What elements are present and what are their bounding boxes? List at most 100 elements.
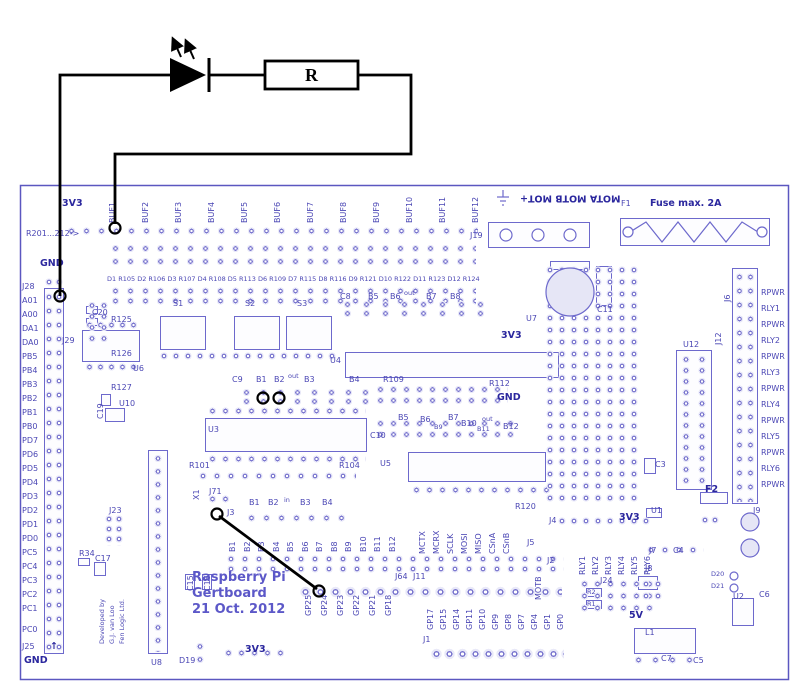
board-label: B1 <box>256 375 267 384</box>
board-label: GP22 <box>352 594 361 616</box>
board-label: B4 <box>349 375 360 384</box>
board-label: GND <box>497 392 521 403</box>
board-label: J2 <box>547 556 555 565</box>
board-label: PB1 <box>22 408 38 417</box>
board-label: S2 <box>245 299 256 308</box>
board-label: PC1 <box>22 604 38 613</box>
component-outline <box>634 628 696 654</box>
board-label: MOSI <box>460 533 469 554</box>
board-label: B10 <box>461 419 477 428</box>
board-label: DA1 <box>22 324 39 333</box>
board-label: J71 <box>209 487 222 496</box>
board-label: B5 <box>368 292 379 301</box>
board-label: Raspberry Pi <box>192 570 286 585</box>
board-label: MCRX <box>432 530 441 554</box>
board-label: 5V <box>629 610 643 621</box>
board-label: PD6 <box>22 450 39 459</box>
board-label: PB2 <box>22 394 38 403</box>
resistor-label: R <box>305 64 318 85</box>
board-label: J29 <box>62 336 75 345</box>
board-label: MOTA MOTB MOT+ <box>520 192 621 204</box>
board-label: R126 <box>111 349 132 358</box>
board-label: PB3 <box>22 380 38 389</box>
board-label: 3V3 <box>62 198 83 209</box>
board-label: J28 <box>22 282 35 291</box>
board-label: in <box>284 496 290 504</box>
component-circle <box>729 571 739 581</box>
board-label: B6 <box>390 292 401 301</box>
board-label: RPWR <box>761 320 785 329</box>
board-label: BUF4 <box>207 201 216 223</box>
board-label: PC0 <box>22 625 38 634</box>
pad-field <box>104 514 124 546</box>
board-label: GP15 <box>439 608 448 630</box>
board-label: U2 <box>733 592 744 601</box>
board-label: PC4 <box>22 562 38 571</box>
board-label: A01 <box>22 296 38 305</box>
component-outline <box>160 316 206 350</box>
board-label: RLY1 <box>578 556 587 575</box>
board-label: B6 <box>420 415 431 424</box>
board-label: J23 <box>109 506 122 515</box>
board-label: J11 <box>413 572 426 581</box>
pad-field <box>196 470 356 482</box>
component-outline <box>732 598 754 626</box>
board-label: BUF11 <box>438 196 447 223</box>
board-label: BUF5 <box>240 201 249 223</box>
component-outline <box>234 316 280 350</box>
board-label: ↑ <box>50 641 58 652</box>
board-label: B12 <box>503 422 519 431</box>
board-label: B7 <box>448 413 459 422</box>
pad-field <box>544 264 640 504</box>
component-outline <box>205 418 367 452</box>
pad-field <box>338 300 492 318</box>
board-label: C17 <box>95 554 111 563</box>
pad-field <box>150 452 166 652</box>
connection-ring <box>210 507 224 521</box>
board-label: B7 <box>426 292 437 301</box>
board-label: U7 <box>526 314 537 323</box>
pad-field <box>410 484 550 496</box>
board-label: BUF6 <box>273 201 282 223</box>
board-label: CSnA <box>488 532 497 554</box>
board-label: B4 <box>272 541 281 552</box>
board-label: RLY1 <box>761 304 780 313</box>
board-label: BUF9 <box>372 201 381 223</box>
pad-field <box>206 406 366 416</box>
board-label: out <box>288 372 299 380</box>
board-label: R120 <box>515 502 536 511</box>
board-label: J5 <box>527 538 535 547</box>
board-label: 3V3 <box>245 644 266 655</box>
board-label: DA0 <box>22 338 39 347</box>
board-label: BUF1 <box>108 201 117 223</box>
board-label: PB5 <box>22 352 38 361</box>
board-label: CSnB <box>502 532 511 554</box>
board-label: J8 <box>645 564 653 573</box>
board-label: out <box>482 415 493 423</box>
board-label: J9 <box>753 506 761 515</box>
component-circle <box>729 583 739 593</box>
board-label: J25 <box>22 642 35 651</box>
board-label: B8 <box>450 292 461 301</box>
board-label: R112 <box>489 379 510 388</box>
board-label: GP1 <box>543 613 552 630</box>
board-label: PC3 <box>22 576 38 585</box>
board-label: RPWR <box>761 416 785 425</box>
pad-field <box>640 578 664 602</box>
board-label: R2 <box>587 588 596 596</box>
board-label: D19 <box>179 656 196 665</box>
board-label: U10 <box>119 399 136 408</box>
board-label: B6 <box>301 541 310 552</box>
board-label: R1 <box>587 600 596 608</box>
board-label: GP7 <box>517 613 526 630</box>
pad-field <box>84 362 140 372</box>
led-icon <box>170 58 206 92</box>
board-label: L1 <box>645 628 655 637</box>
board-label: PD0 <box>22 534 39 543</box>
board-label: J6 <box>723 294 732 302</box>
board-label: C20 <box>92 308 108 317</box>
board-label: B2 <box>243 541 252 552</box>
board-label: GP23 <box>336 594 345 616</box>
board-label: R101 <box>189 461 210 470</box>
board-label: C7 <box>661 654 672 663</box>
